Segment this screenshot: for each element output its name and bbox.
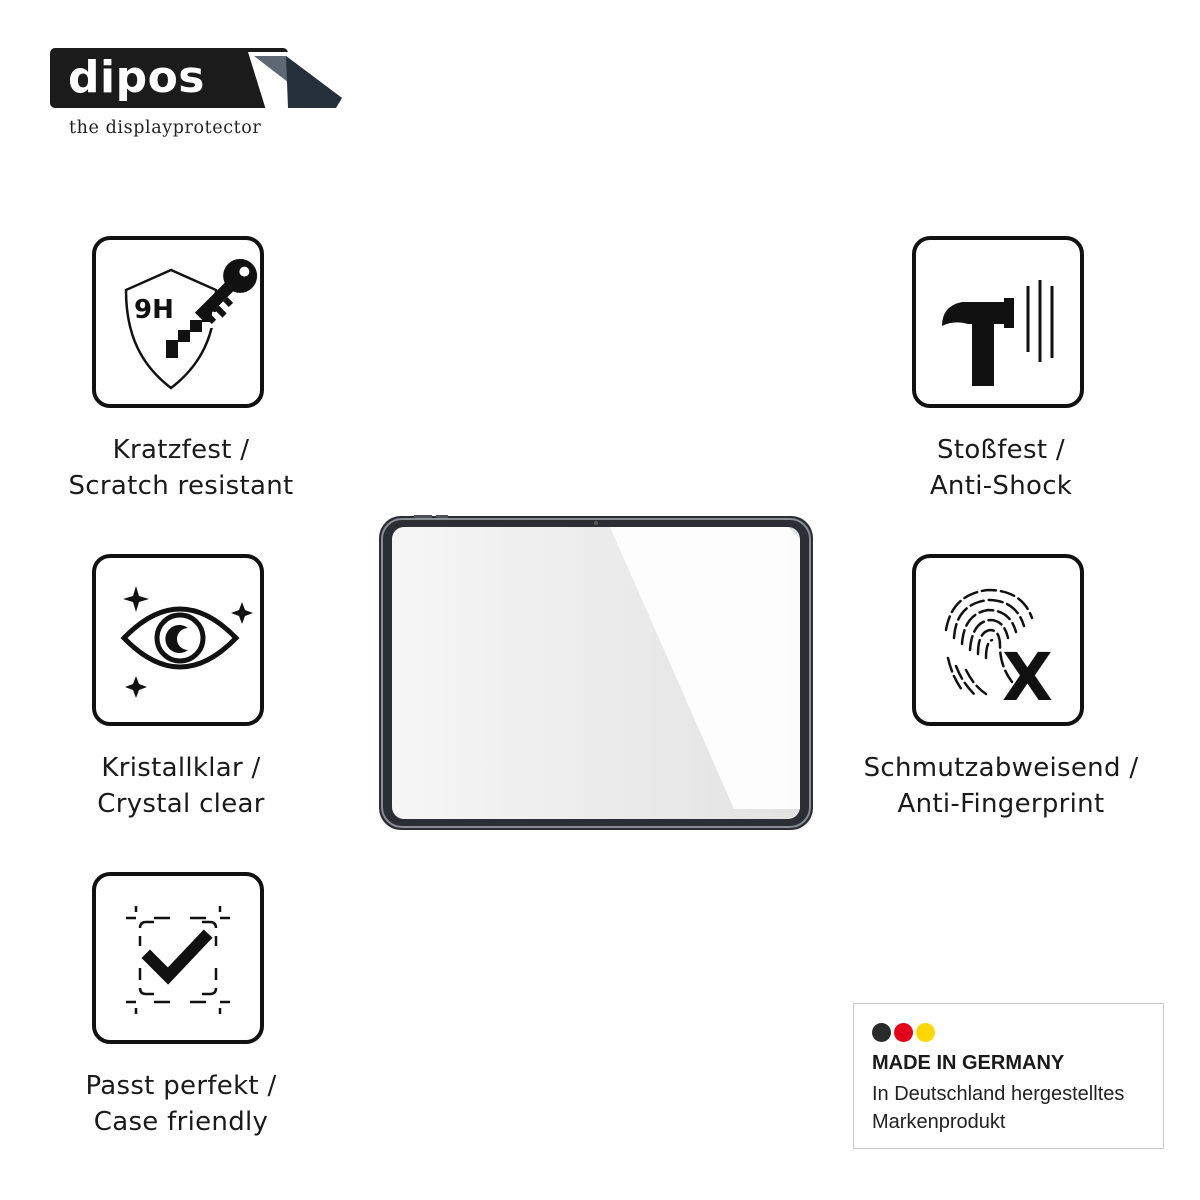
feature-tile-fingerprint: X	[912, 554, 1084, 726]
flag-dot-black	[872, 1023, 891, 1042]
feature-caption-fingerprint: Schmutzabweisend / Anti-Fingerprint	[851, 750, 1151, 822]
made-in-germany-box: MADE IN GERMANY In Deutschland hergestel…	[853, 1003, 1164, 1149]
feature-tile-shock	[912, 236, 1084, 408]
feature-caption-shock: Stoßfest / Anti-Shock	[851, 432, 1151, 504]
made-in-subtitle: In Deutschland hergestelltes Markenprodu…	[872, 1080, 1162, 1136]
shield-9h-key-icon: 9H	[124, 258, 258, 390]
caption-en: Scratch resistant	[68, 471, 294, 501]
feature-caption-crystal: Kristallklar / Crystal clear	[31, 750, 331, 822]
peel-corner-icon	[248, 52, 342, 110]
caption-de: Kristallklar /	[101, 753, 261, 783]
caption-de: Stoßfest /	[937, 435, 1065, 465]
tablet-illustration	[379, 515, 813, 830]
caption-de: Passt perfekt /	[85, 1071, 277, 1101]
brand-logo: dipos the displayprotector	[50, 48, 342, 148]
caption-en: Case friendly	[93, 1107, 269, 1137]
caption-en: Anti-Fingerprint	[897, 789, 1105, 819]
eye-sparkle-icon	[120, 586, 253, 698]
made-in-line-1: In Deutschland hergestelltes	[872, 1083, 1125, 1105]
german-flag-dots	[872, 1023, 935, 1042]
feature-tile-case	[92, 872, 264, 1044]
checkmark-frame-icon	[126, 906, 230, 1014]
svg-text:X: X	[1002, 639, 1053, 716]
fingerprint-x-icon: X	[944, 588, 1053, 716]
badge-9h: 9H	[134, 295, 174, 325]
feature-caption-case: Passt perfekt / Case friendly	[31, 1068, 331, 1140]
brand-tagline: the displayprotector	[69, 118, 262, 138]
logo-badge	[50, 48, 288, 108]
caption-en: Anti-Shock	[929, 471, 1073, 501]
feature-tile-scratch: 9H	[92, 236, 264, 408]
made-in-line-2: Markenprodukt	[872, 1111, 1006, 1133]
feature-caption-scratch: Kratzfest / Scratch resistant	[31, 432, 331, 504]
feature-tile-crystal	[92, 554, 264, 726]
flag-dot-gold	[916, 1023, 935, 1042]
caption-de: Schmutzabweisend /	[863, 753, 1139, 783]
flag-dot-red	[894, 1023, 913, 1042]
hammer-glass-icon	[942, 280, 1054, 386]
made-in-title: MADE IN GERMANY	[872, 1052, 1065, 1074]
caption-en: Crystal clear	[97, 789, 265, 819]
brand-name: dipos	[68, 52, 205, 103]
caption-de: Kratzfest /	[112, 435, 250, 465]
